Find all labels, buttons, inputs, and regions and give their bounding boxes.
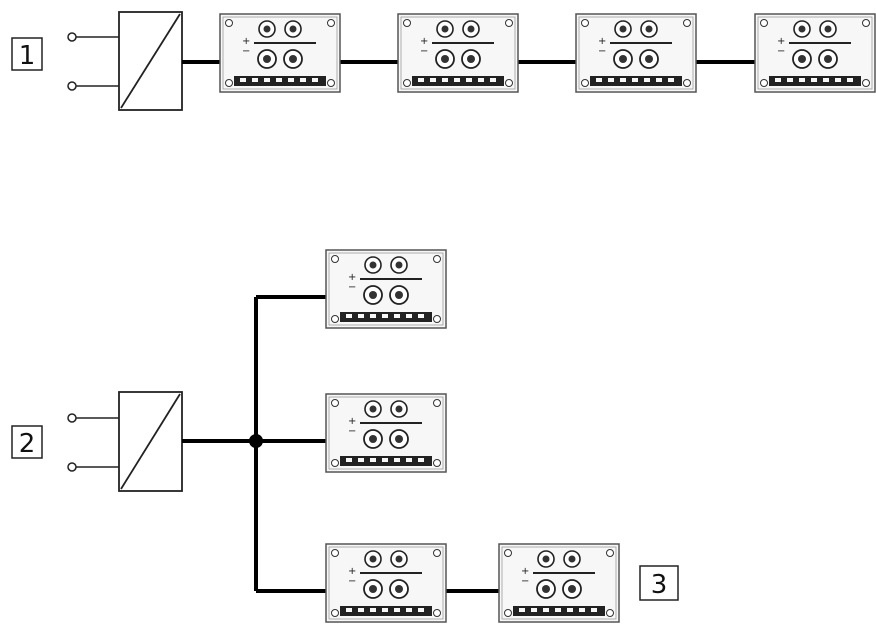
converter-block-2 (118, 391, 183, 492)
converter-block-1 (118, 11, 183, 111)
module-branch-2 (325, 393, 447, 473)
input-terminals-2 (67, 413, 119, 472)
module-top-1 (219, 13, 341, 93)
input-terminals-1 (67, 32, 119, 91)
label-2-text: 2 (19, 429, 36, 459)
module-branch-1 (325, 249, 447, 329)
star-wiring-group: 2 3 (11, 249, 679, 623)
module-top-4 (754, 13, 876, 93)
module-branch-3b (498, 543, 620, 623)
label-2-box: 2 (11, 425, 43, 459)
module-top-3 (575, 13, 697, 93)
series-wiring-group: 1 (11, 11, 876, 111)
module-branch-3a (325, 543, 447, 623)
label-1-box: 1 (11, 37, 43, 71)
label-1-text: 1 (19, 41, 36, 71)
label-3-text: 3 (651, 570, 668, 600)
junction-node (249, 434, 263, 448)
module-top-2 (397, 13, 519, 93)
label-3-box: 3 (639, 565, 679, 601)
